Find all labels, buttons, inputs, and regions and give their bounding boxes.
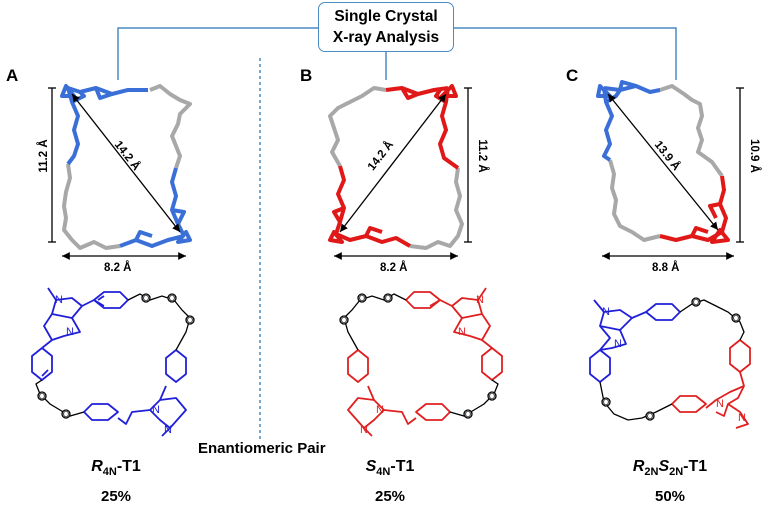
panel-label-c: C: [566, 66, 579, 85]
ether-chains-c: [599, 297, 745, 421]
panel-label-b: B: [300, 66, 313, 85]
atom-o: O: [465, 410, 471, 419]
percentage-b: 25%: [374, 488, 406, 505]
enantiomeric-pair-label: Enantiomeric Pair: [198, 440, 326, 457]
atom-n: N: [55, 294, 63, 306]
chemical-structure-a: [31, 287, 187, 437]
crystal-structure-b: [328, 84, 472, 260]
atom-o: O: [169, 294, 175, 303]
compound-name-b: S4N-T1: [365, 458, 415, 479]
atom-n: N: [360, 424, 368, 436]
atom-n: N: [458, 326, 466, 338]
atom-o: O: [143, 294, 149, 303]
atom-n: N: [476, 294, 484, 306]
dimension-vertical-b: 11.2 Å: [476, 139, 488, 173]
ether-chains-b: [339, 293, 499, 419]
crystal-structure-a: [48, 84, 192, 260]
atom-n: N: [716, 398, 724, 410]
atom-o: O: [63, 410, 69, 419]
atom-o: O: [733, 314, 739, 323]
atom-n: N: [164, 424, 172, 436]
crystal-structure-c: [596, 80, 744, 260]
title-line-1: Single Crystal: [334, 8, 438, 25]
connector-lines: [117, 27, 677, 80]
ether-chains-a: [35, 293, 195, 419]
atom-o: O: [385, 294, 391, 303]
atom-n: N: [738, 412, 746, 424]
atom-o: O: [647, 412, 653, 421]
dimension-vertical-a: 11.2 Å: [38, 139, 50, 173]
chemical-structure-b: [347, 287, 503, 437]
atom-n: N: [376, 404, 384, 416]
compound-name-c: R2NS2N-T1: [632, 458, 708, 479]
title-line-2: X-ray Analysis: [332, 29, 440, 46]
atom-o: O: [489, 392, 495, 401]
atom-n: N: [602, 306, 610, 318]
atom-n: N: [66, 326, 74, 338]
title-box: Single Crystal X-ray Analysis: [318, 2, 454, 52]
dimension-horizontal-a: 8.2 Å: [104, 262, 132, 274]
atom-n: N: [614, 338, 622, 350]
atom-o: O: [359, 294, 365, 303]
compound-name-a: R4N-T1: [91, 458, 141, 479]
percentage-c: 50%: [654, 488, 686, 505]
atom-o: O: [603, 398, 609, 407]
atom-o: O: [693, 298, 699, 307]
dimension-vertical-c: 10.9 Å: [748, 139, 760, 173]
atom-o: O: [187, 316, 193, 325]
panel-label-a: A: [6, 66, 19, 85]
percentage-a: 25%: [100, 488, 132, 505]
atom-o: O: [39, 392, 45, 401]
dimension-horizontal-c: 8.8 Å: [652, 262, 680, 274]
chemical-structure-c-red: [671, 339, 751, 429]
atom-o: O: [341, 316, 347, 325]
dimension-horizontal-b: 8.2 Å: [380, 262, 408, 274]
atom-n: N: [152, 404, 160, 416]
